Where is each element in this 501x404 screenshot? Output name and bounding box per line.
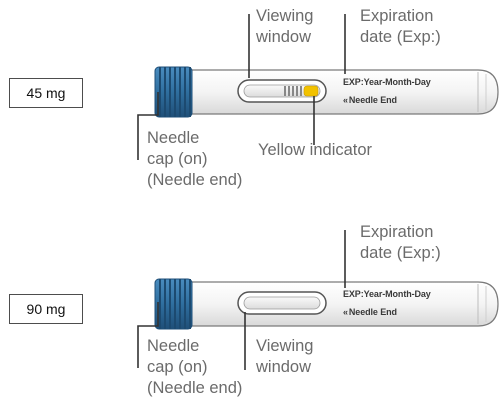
viewing-window-callout: Viewing window (256, 337, 314, 376)
double-chevron-left-icon: « (343, 307, 348, 317)
pen-exp-label: EXP:Year-Month-Day (343, 77, 431, 87)
pen-illustration (137, 230, 499, 370)
needle-cap-callout: Needle cap (on) (Needle end) (147, 337, 243, 397)
expiration-date-callout: Expiration date (Exp:) (360, 7, 441, 46)
viewing-window (237, 291, 327, 315)
leader-lines (137, 230, 346, 370)
expiration-date-callout: Expiration date (Exp:) (360, 223, 441, 262)
leader-lines (137, 14, 346, 160)
needle-cap (154, 66, 193, 118)
pen-exp-label: EXP:Year-Month-Day (343, 289, 431, 299)
yellow-indicator-callout: Yellow indicator (258, 141, 373, 159)
needle-cap-callout: Needle cap (on) (Needle end) (147, 129, 243, 189)
dose-label: 90 mg (9, 294, 83, 324)
pen-panel-90mg: 90 mg Expiration date (Exp:) Needle cap … (0, 202, 501, 404)
pen-panel-45mg: 45 mg Viewing window Expiration date (Ex… (9, 7, 499, 189)
needle-cap (154, 278, 193, 330)
pen-illustration (137, 14, 499, 160)
dose-label: 45 mg (9, 78, 83, 108)
viewing-window (237, 79, 327, 103)
yellow-indicator (303, 85, 319, 97)
viewing-window-callout: Viewing window (256, 7, 314, 46)
pen-needle-end-label: «Needle End (343, 95, 397, 105)
pen-needle-end-label: «Needle End (343, 307, 397, 317)
double-chevron-left-icon: « (343, 95, 348, 105)
